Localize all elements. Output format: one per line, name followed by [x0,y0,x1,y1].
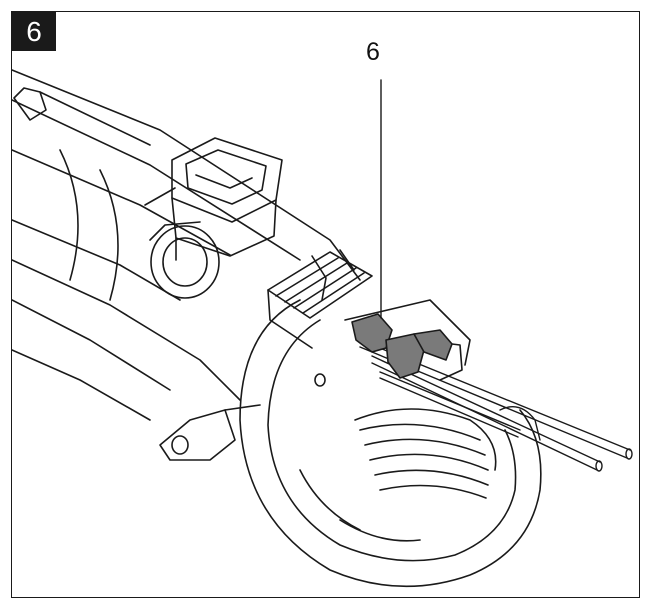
clip-part-6 [351,313,453,379]
figure-frame: 6 [11,11,640,598]
figure-number-badge: 6 [12,12,56,51]
handle-loop [239,299,542,588]
ribbed-clamp [267,249,373,349]
locking-knob [144,187,220,299]
side-foot [159,404,261,461]
callout-label-6: 6 [366,38,380,66]
tool-housing [12,69,361,421]
vent-slots [354,408,497,499]
